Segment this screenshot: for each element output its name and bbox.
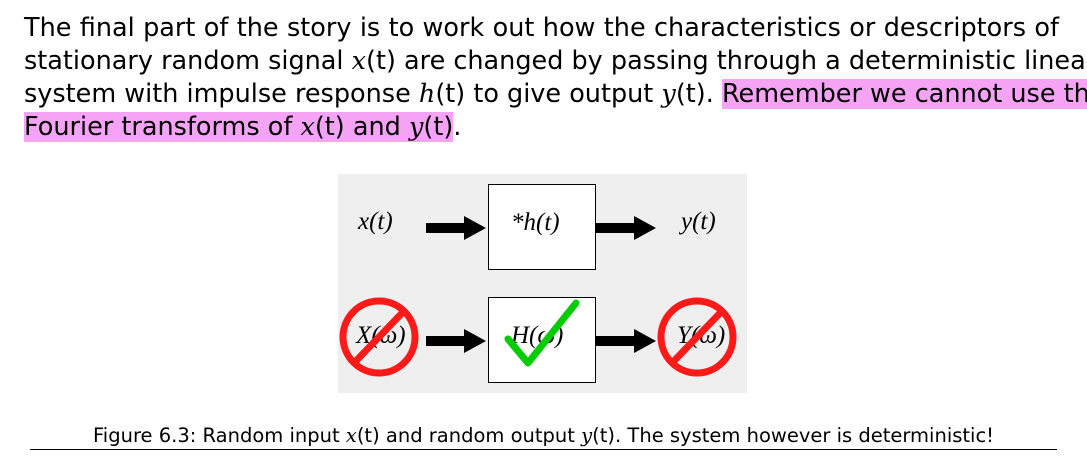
impulse-response-label: *h(t) — [511, 209, 560, 236]
math-h: h — [418, 79, 436, 109]
math-t: (t) — [366, 46, 396, 76]
math-y: y — [408, 112, 424, 142]
arrow-icon — [426, 329, 486, 353]
math-x: x — [351, 46, 366, 76]
paragraph-line-2: stationary random signal x(t) are change… — [24, 45, 1087, 78]
caption-text: and random output — [385, 424, 575, 447]
math-y: y — [581, 424, 593, 447]
paragraph-text: are changed by passing through a determi… — [404, 46, 1087, 76]
math-x: x — [300, 112, 315, 142]
check-icon — [504, 299, 580, 367]
math-t: (t) — [592, 424, 616, 447]
arrow-icon — [426, 216, 486, 240]
paragraph-line-3: system with impulse response h(t) to giv… — [24, 78, 1087, 111]
body-paragraph: The final part of the story is to work o… — [24, 12, 1087, 144]
output-signal-label: y(t) — [681, 208, 716, 235]
system-box-time: *h(t) — [488, 184, 596, 270]
figure-caption: Figure 6.3: Random input x(t) and random… — [30, 425, 1057, 450]
math-t: (t) — [314, 112, 345, 142]
highlight-text: Remember we cannot use the — [721, 79, 1087, 109]
math-y: y — [661, 79, 676, 109]
math-t: (t) — [356, 424, 380, 447]
paragraph-text: system with impulse response — [24, 79, 411, 109]
system-diagram: x(t) *h(t) y(t) X(ω) H(ω) Y(ω) — [338, 174, 747, 393]
caption-text: . The system however is deterministic! — [615, 424, 994, 447]
paragraph-line-1: The final part of the story is to work o… — [24, 13, 1059, 43]
math-t: (t) — [423, 112, 454, 142]
prohibited-icon — [657, 297, 737, 377]
paragraph-line-4: Fourier transforms of x(t) and y(t). — [24, 111, 1059, 144]
paragraph-text: to give output — [473, 79, 654, 109]
paragraph-text: stationary random signal — [24, 46, 344, 76]
paragraph-text: and — [352, 112, 401, 142]
prohibited-icon — [339, 297, 419, 377]
arrow-icon — [596, 216, 656, 240]
paragraph-text: . — [453, 112, 462, 142]
paragraph-text: . — [705, 79, 714, 109]
math-x: x — [345, 424, 357, 447]
math-t: (t) — [435, 79, 466, 109]
paragraph-text: Fourier transforms of — [24, 112, 293, 142]
arrow-icon — [596, 329, 656, 353]
highlight-text: Fourier transforms of x(t) and y(t) — [24, 112, 454, 142]
math-t: (t) — [675, 79, 706, 109]
input-signal-label: x(t) — [358, 208, 393, 235]
caption-text: Figure 6.3: Random input — [93, 424, 340, 447]
